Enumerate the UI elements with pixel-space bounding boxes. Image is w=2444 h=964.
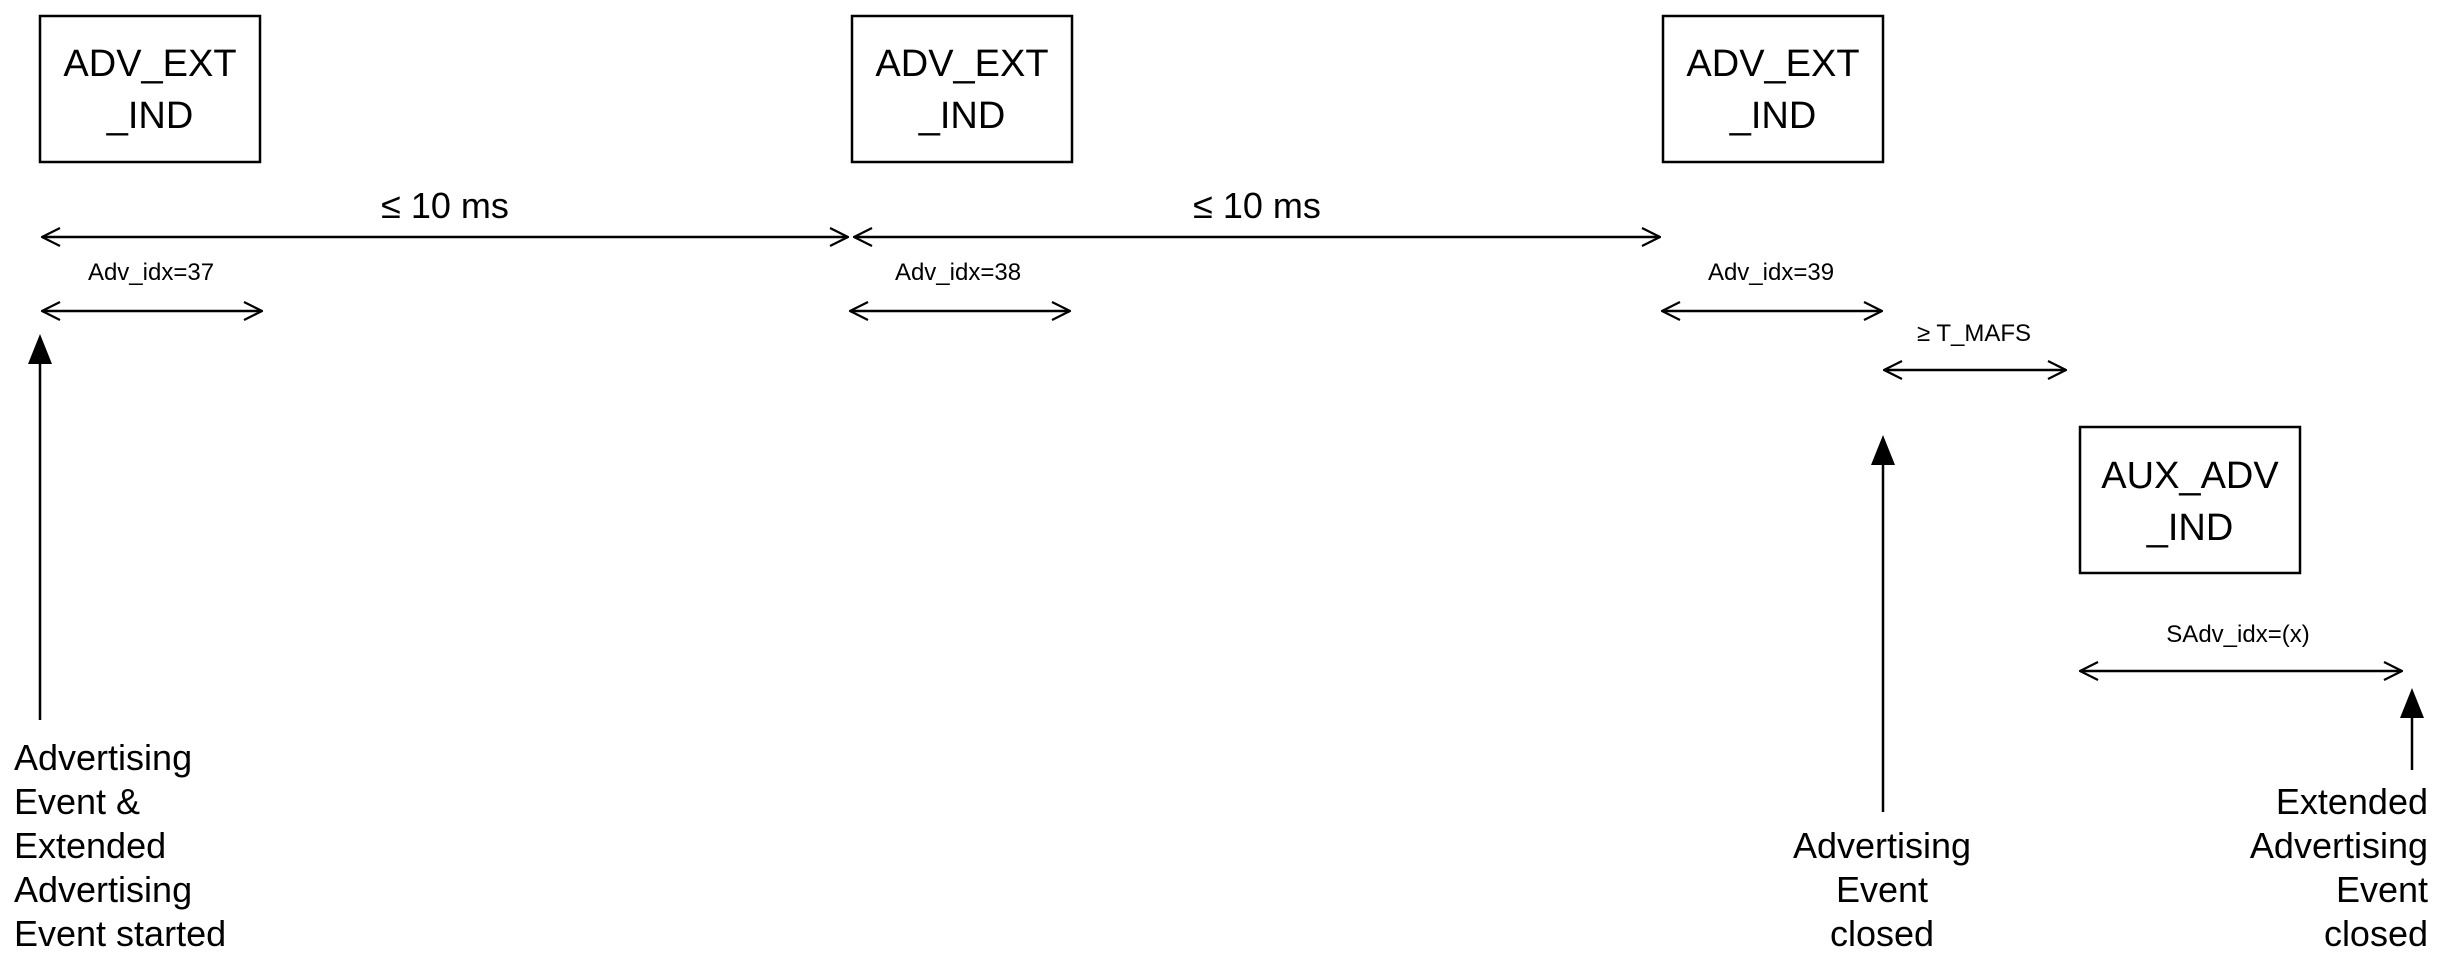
ext-event-closed-arrow — [2400, 688, 2424, 770]
event-label-line: closed — [2324, 913, 2428, 954]
adv-idx-label: Adv_idx=38 — [895, 259, 1021, 286]
interval-arrow-1: ≤ 10 ms — [42, 185, 848, 237]
event-label-line: Advertising — [14, 737, 192, 778]
event-label-line: Event — [2336, 869, 2428, 910]
adv-idx-arrow-3: Adv_idx=39 — [1662, 259, 1882, 311]
event-label-line: Advertising — [2250, 825, 2428, 866]
aux-idx-arrow: SAdv_idx=(x) — [2080, 621, 2402, 671]
pdu-box-2: ADV_EXT _IND — [850, 14, 1074, 164]
event-start-label: Advertising Event & Extended Advertising… — [14, 737, 226, 954]
event-label-line: closed — [1830, 913, 1934, 954]
event-label-line: Event started — [14, 913, 226, 954]
adv-event-closed-label: Advertising Event closed — [1793, 825, 1971, 954]
adv-idx-label: Adv_idx=37 — [88, 259, 214, 286]
event-label-line: Extended — [2276, 781, 2428, 822]
pdu-label-line: AUX_ADV — [2101, 455, 2279, 497]
pdu-label-line: ADV_EXT — [1686, 43, 1859, 85]
event-label-line: Advertising — [1793, 825, 1971, 866]
aux-idx-label: SAdv_idx=(x) — [2166, 621, 2309, 648]
adv-idx-arrow-2: Adv_idx=38 — [850, 259, 1070, 311]
adv-event-closed-arrow — [1871, 435, 1895, 812]
event-label-line: Extended — [14, 825, 166, 866]
event-label-line: Advertising — [14, 869, 192, 910]
event-label-line: Event — [1836, 869, 1928, 910]
event-start-arrow — [28, 334, 52, 720]
pdu-label-line: _IND — [2146, 507, 2234, 549]
pdu-label-line: _IND — [106, 95, 194, 137]
pdu-label-line: ADV_EXT — [875, 43, 1048, 85]
adv-idx-arrow-1: Adv_idx=37 — [42, 259, 262, 311]
pdu-box-1: ADV_EXT _IND — [38, 14, 262, 164]
pdu-box-aux: AUX_ADV _IND — [2078, 425, 2302, 575]
pdu-box-3: ADV_EXT _IND — [1661, 14, 1885, 164]
pdu-label-line: ADV_EXT — [63, 43, 236, 85]
interval-arrow-2: ≤ 10 ms — [854, 185, 1660, 237]
ext-event-closed-label: Extended Advertising Event closed — [2250, 781, 2428, 954]
event-label-line: Event & — [14, 781, 140, 822]
mafs-label: ≥ T_MAFS — [1917, 320, 2031, 347]
mafs-arrow: ≥ T_MAFS — [1884, 320, 2066, 370]
pdu-label-line: _IND — [1729, 95, 1817, 137]
interval-label: ≤ 10 ms — [381, 185, 509, 226]
adv-idx-label: Adv_idx=39 — [1708, 259, 1834, 286]
interval-label: ≤ 10 ms — [1193, 185, 1321, 226]
pdu-label-line: _IND — [918, 95, 1006, 137]
